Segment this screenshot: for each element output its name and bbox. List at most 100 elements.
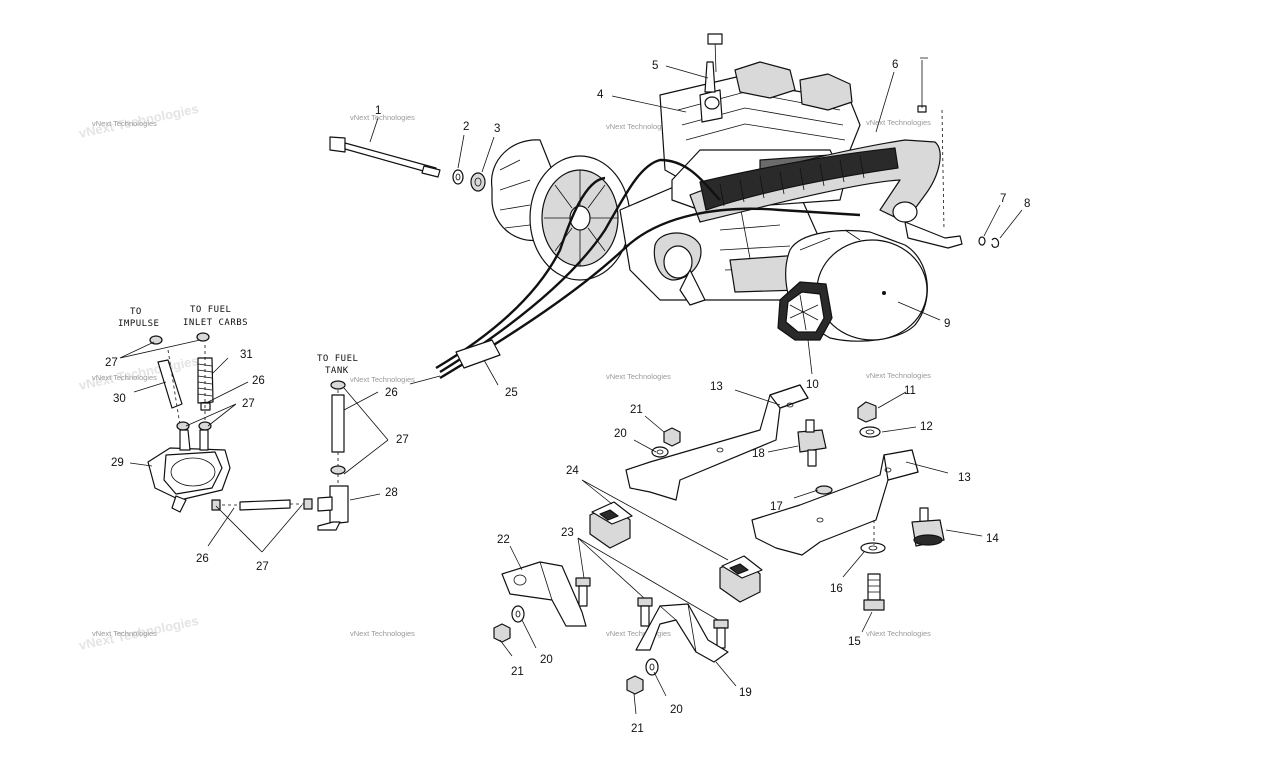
fuel-valve <box>317 485 349 531</box>
watermark: vNext Technologies <box>350 375 415 384</box>
callout-26: 26 <box>385 387 398 399</box>
starter-handle-bracket <box>777 281 833 341</box>
drive-clutch <box>491 139 631 281</box>
callout-19: 19 <box>739 687 752 699</box>
callout-26: 26 <box>252 375 265 387</box>
hose-clamp <box>198 421 212 431</box>
callout-3: 3 <box>494 123 500 135</box>
watermark: vNext Technologies <box>606 629 671 638</box>
callout-20: 20 <box>670 704 683 716</box>
engine-bolt <box>329 136 441 178</box>
fuel-hose <box>331 394 345 453</box>
callout-10: 10 <box>806 379 819 391</box>
linkage <box>904 109 1000 249</box>
callout-30: 30 <box>113 393 126 405</box>
callout-7: 7 <box>1000 193 1006 205</box>
fuel-pump <box>147 429 231 513</box>
callout-2: 2 <box>463 121 469 133</box>
washer <box>860 542 886 554</box>
callout-21: 21 <box>630 404 643 416</box>
watermark: vNext Technologies <box>92 629 157 638</box>
engine-bracket-upper <box>625 384 809 501</box>
spacer <box>470 172 486 192</box>
washer <box>511 605 525 623</box>
callout-16: 16 <box>830 583 843 595</box>
nut <box>857 401 877 423</box>
hose-clamp <box>196 332 210 342</box>
callout-20: 20 <box>540 654 553 666</box>
callout-6: 6 <box>892 59 898 71</box>
callout-13: 13 <box>710 381 723 393</box>
callout-24: 24 <box>566 465 579 477</box>
callout-27: 27 <box>256 561 269 573</box>
callout-21: 21 <box>511 666 524 678</box>
washer <box>815 485 833 495</box>
callout-13: 13 <box>958 472 971 484</box>
callout-27: 27 <box>105 357 118 369</box>
hose-clamp <box>149 335 163 345</box>
harness-connector <box>455 339 501 369</box>
bracket <box>501 561 587 627</box>
bolt <box>713 619 729 649</box>
bolt <box>575 577 591 607</box>
bolt <box>637 597 653 627</box>
wiring-harness <box>409 158 861 385</box>
callout-12: 12 <box>920 421 933 433</box>
callout-18: 18 <box>752 448 765 460</box>
watermark: vNext Technologies <box>606 122 671 131</box>
note-to-fuel-tank: TANK <box>325 366 349 376</box>
bolt <box>863 573 885 611</box>
washer <box>651 446 669 458</box>
callout-31: 31 <box>240 349 253 361</box>
hose-clamp <box>330 465 346 475</box>
callout-28: 28 <box>385 487 398 499</box>
callout-5: 5 <box>652 60 658 72</box>
watermark: vNext Technologies <box>92 119 157 128</box>
callout-27: 27 <box>396 434 409 446</box>
note-to-impulse: IMPULSE <box>118 319 159 329</box>
fuel-hose <box>239 499 291 511</box>
callout-15: 15 <box>848 636 861 648</box>
callout-9: 9 <box>944 318 950 330</box>
watermark: vNext Technologies <box>866 371 931 380</box>
rubber-mount <box>797 419 827 467</box>
callout-20: 20 <box>614 428 627 440</box>
bracket <box>635 603 729 663</box>
hose-clamp <box>176 421 190 431</box>
hose-clamp <box>303 498 313 510</box>
note-to-fuel-tank: TO FUEL <box>317 354 358 364</box>
callout-26: 26 <box>196 553 209 565</box>
callout-14: 14 <box>986 533 999 545</box>
mount-pad <box>589 501 633 549</box>
watermark: vNext Technologies <box>866 118 931 127</box>
callout-27: 27 <box>242 398 255 410</box>
callout-11: 11 <box>904 385 916 397</box>
watermark: vNext Technologies <box>606 372 671 381</box>
mount-pad <box>719 555 763 603</box>
nut <box>626 675 644 695</box>
washer <box>859 426 881 438</box>
hose-clamp <box>211 499 221 511</box>
watermark: vNext Technologies <box>350 113 415 122</box>
spark-plug <box>704 33 723 93</box>
washer <box>645 658 659 676</box>
impulse-hose <box>157 359 183 409</box>
callout-17: 17 <box>770 501 783 513</box>
callout-4: 4 <box>597 89 604 101</box>
exhaust-pipe <box>689 57 941 223</box>
callout-25: 25 <box>505 387 518 399</box>
fuel-pump-assembly: TO IMPULSE TO FUEL INLET CARBS TO FUEL T… <box>118 305 358 531</box>
clip <box>991 237 1000 248</box>
watermark: vNext Technologies <box>92 373 157 382</box>
engine-mounts <box>493 384 945 695</box>
washer <box>978 236 986 246</box>
callout-8: 8 <box>1024 198 1030 210</box>
callout-22: 22 <box>497 534 510 546</box>
callout-1: 1 <box>375 105 381 117</box>
note-to-fuel-inlet: TO FUEL <box>190 305 231 315</box>
note-to-impulse: TO <box>130 307 142 317</box>
note-to-fuel-inlet: INLET CARBS <box>183 318 248 328</box>
watermark: vNext Technologies <box>866 629 931 638</box>
nut <box>493 623 511 643</box>
